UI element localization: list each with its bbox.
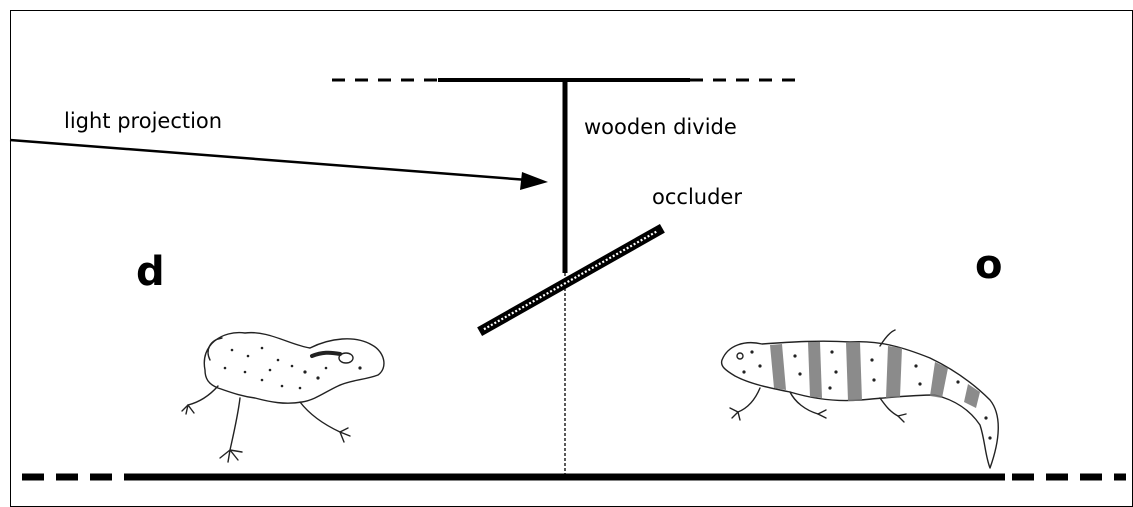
gecko-right-illustration bbox=[720, 329, 999, 469]
gecko-left-illustration bbox=[181, 331, 385, 463]
figure-border bbox=[10, 10, 1133, 507]
label-wooden-divide: wooden divide bbox=[584, 115, 737, 139]
label-occluder: occluder bbox=[652, 185, 742, 209]
light-projection-arrow bbox=[9, 138, 548, 190]
occluder bbox=[477, 223, 665, 337]
label-d: d bbox=[136, 249, 165, 295]
arrow-head bbox=[520, 172, 548, 190]
label-light-projection: light projection bbox=[64, 109, 222, 133]
label-o: o bbox=[975, 242, 1002, 288]
